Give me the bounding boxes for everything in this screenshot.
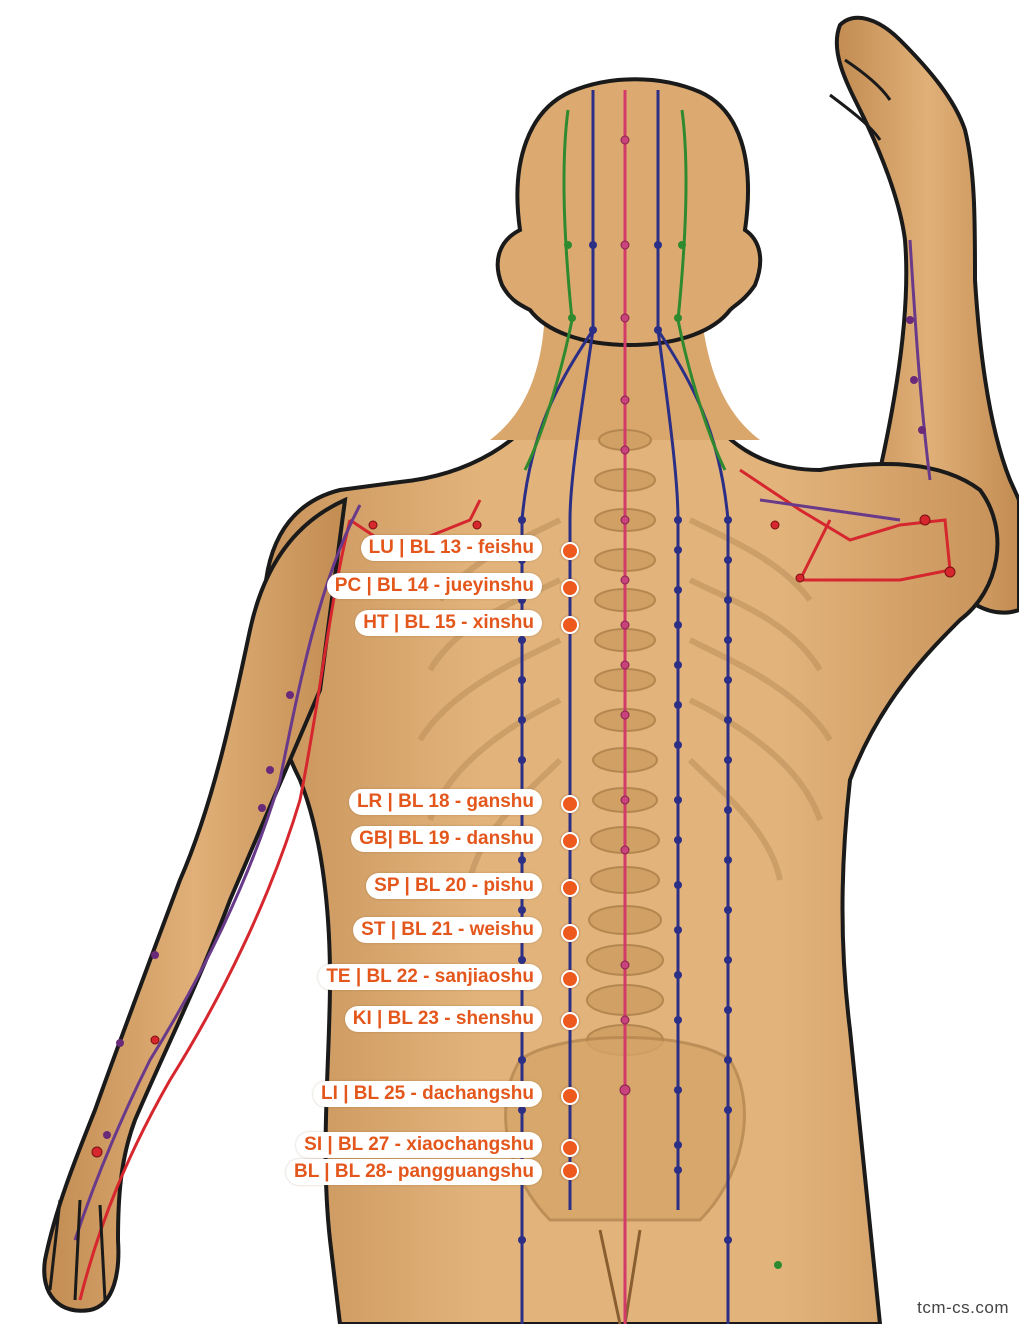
point-label-bl23: KI | BL 23 - shenshu bbox=[345, 1006, 542, 1032]
acupoint-marker-bl20 bbox=[561, 879, 579, 897]
point-label-bl18: LR | BL 18 - ganshu bbox=[349, 789, 542, 815]
point-label-bl14: PC | BL 14 - jueyinshu bbox=[327, 573, 542, 599]
point-label-bl19: GB| BL 19 - danshu bbox=[351, 826, 542, 852]
point-label-bl13: LU | BL 13 - feishu bbox=[361, 535, 542, 561]
acupoint-marker-bl27 bbox=[561, 1139, 579, 1157]
acupoint-marker-bl14 bbox=[561, 579, 579, 597]
acupoint-marker-bl21 bbox=[561, 924, 579, 942]
point-label-bl25: LI | BL 25 - dachangshu bbox=[313, 1081, 542, 1107]
acupoint-marker-bl18 bbox=[561, 795, 579, 813]
acupoint-marker-bl13 bbox=[561, 542, 579, 560]
point-label-bl21: ST | BL 21 - weishu bbox=[353, 917, 542, 943]
acupoint-marker-bl15 bbox=[561, 616, 579, 634]
acupoint-marker-bl25 bbox=[561, 1087, 579, 1105]
point-label-bl27: SI | BL 27 - xiaochangshu bbox=[296, 1132, 542, 1158]
acupoint-marker-bl28 bbox=[561, 1162, 579, 1180]
head bbox=[498, 79, 761, 345]
acupoint-marker-bl22 bbox=[561, 970, 579, 988]
acupoint-marker-bl19 bbox=[561, 832, 579, 850]
point-label-bl28: BL | BL 28- pangguangshu bbox=[286, 1159, 542, 1185]
point-label-bl22: TE | BL 22 - sanjiaoshu bbox=[318, 964, 542, 990]
acupoint-marker-bl23 bbox=[561, 1012, 579, 1030]
point-label-bl20: SP | BL 20 - pishu bbox=[366, 873, 542, 899]
point-label-bl15: HT | BL 15 - xinshu bbox=[355, 610, 542, 636]
hanging-arm bbox=[44, 500, 345, 1311]
site-watermark: tcm-cs.com bbox=[917, 1298, 1009, 1318]
